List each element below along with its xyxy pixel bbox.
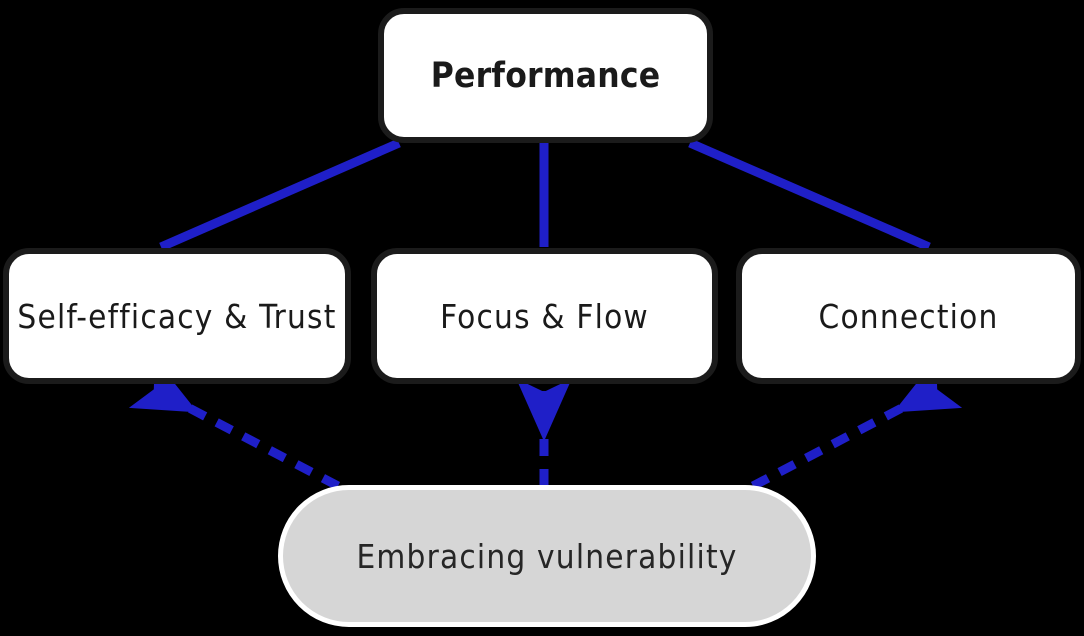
edge-vulnerability-connection [750, 358, 963, 490]
node-embracing-vulnerability[interactable]: Embracing vulnerability [278, 485, 816, 627]
node-connection[interactable]: Connection [736, 248, 1081, 384]
edge-performance-connection [688, 138, 931, 252]
node-connection-label: Connection [818, 296, 999, 336]
node-focus-flow[interactable]: Focus & Flow [371, 248, 718, 384]
node-performance[interactable]: Performance [378, 8, 713, 143]
node-self-efficacy-trust-label: Self-efficacy & Trust [17, 296, 337, 336]
edge-performance-self-efficacy [159, 138, 401, 252]
node-performance-label: Performance [430, 55, 661, 96]
node-self-efficacy-trust[interactable]: Self-efficacy & Trust [3, 248, 351, 384]
edge-vulnerability-self-efficacy [128, 358, 341, 490]
node-embracing-vulnerability-label: Embracing vulnerability [356, 536, 738, 576]
node-focus-flow-label: Focus & Flow [440, 296, 649, 336]
